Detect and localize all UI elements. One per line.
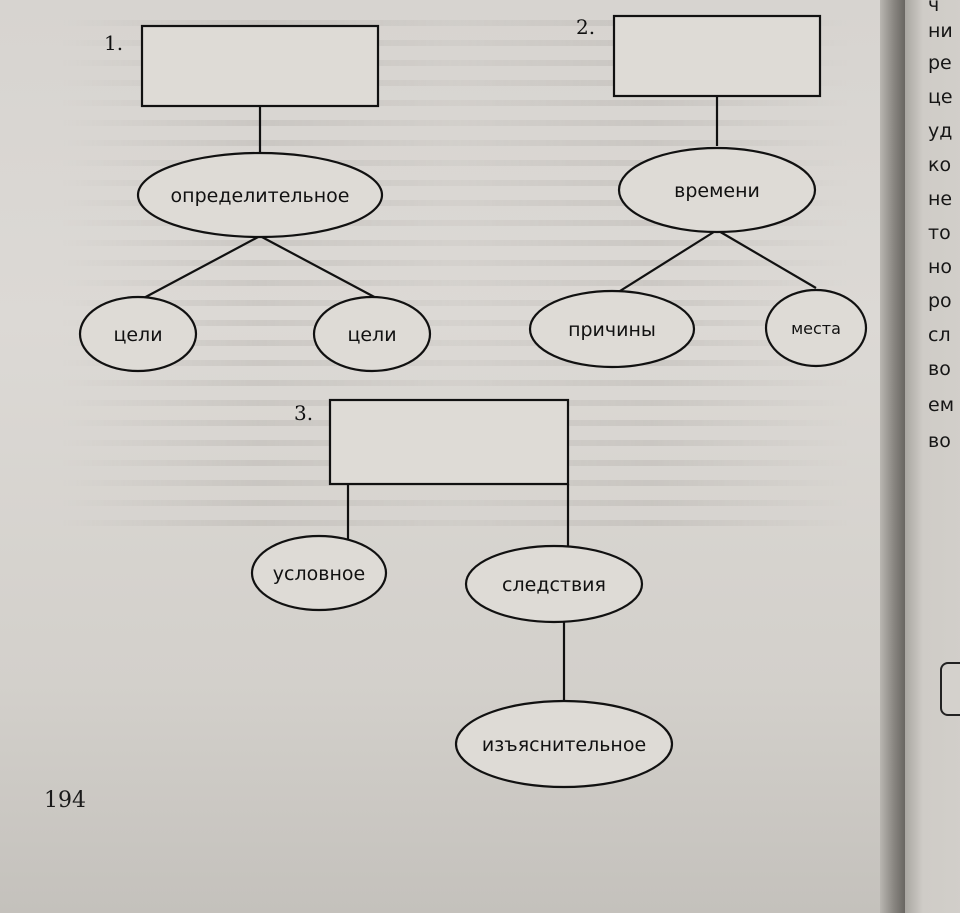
right-page-fragment: но	[928, 256, 953, 278]
diagram-1-connector-left	[139, 235, 261, 301]
diagram-3-child-label-1: условное	[273, 563, 365, 585]
diagram-1-child-label-1: цели	[113, 324, 162, 346]
diagram-1-child-label-2: цели	[347, 324, 396, 346]
right-page-fragment: не	[928, 188, 953, 210]
diagram-3-number: 3.	[294, 401, 313, 425]
diagram-1-center-ellipse	[136, 151, 384, 239]
right-page-fragment: ре	[928, 52, 952, 74]
right-page-fragment: ко	[928, 154, 952, 176]
diagram-2-child-label-2: места	[791, 319, 841, 338]
diagram-3-child-ellipse-1	[250, 534, 388, 612]
diagram-3-top-box	[328, 398, 570, 486]
right-page-fragment: уд	[928, 120, 953, 142]
diagram-3-child-ellipse-2	[464, 544, 644, 624]
diagram-2-number: 2.	[576, 15, 595, 39]
diagram-1-child-ellipse-1	[78, 295, 198, 373]
right-page	[905, 0, 960, 913]
right-page-fragment: це	[928, 86, 953, 108]
right-page-fragment: ч	[928, 0, 940, 16]
page-number: 194	[44, 788, 86, 813]
diagram-3-grandchild-label: изъяснительное	[482, 734, 646, 756]
right-page-fragment: сл	[928, 324, 951, 346]
diagram-2-connector-left	[611, 229, 718, 297]
diagram-3-child-label-2: следствия	[502, 574, 606, 596]
diagram-3-grandchild-ellipse	[454, 699, 674, 789]
diagram-1-center-label: определительное	[171, 185, 350, 207]
right-page-fragment: ни	[928, 20, 953, 42]
diagram-2-child-label-1: причины	[568, 319, 656, 341]
diagram-1-connector-right	[259, 235, 381, 301]
diagram-2-center-ellipse	[617, 146, 817, 234]
right-page-fragment: ем	[928, 394, 955, 416]
diagram-2-center-label: времени	[674, 180, 760, 202]
diagram-1-number: 1.	[104, 31, 123, 55]
diagram-2-connector-right	[716, 229, 817, 289]
right-page-fragment: во	[928, 358, 951, 380]
right-page-fragment: во	[928, 430, 951, 452]
diagram-1-top-box	[140, 24, 380, 108]
margin-icon	[940, 662, 960, 716]
right-page-fragment: ро	[928, 290, 952, 312]
diagram-2-top-box	[612, 14, 822, 98]
diagram-2-child-ellipse-2	[764, 288, 868, 368]
diagram-1-child-ellipse-2	[312, 295, 432, 373]
right-page-fragment: то	[928, 222, 951, 244]
diagram-2-child-ellipse-1	[528, 289, 696, 369]
